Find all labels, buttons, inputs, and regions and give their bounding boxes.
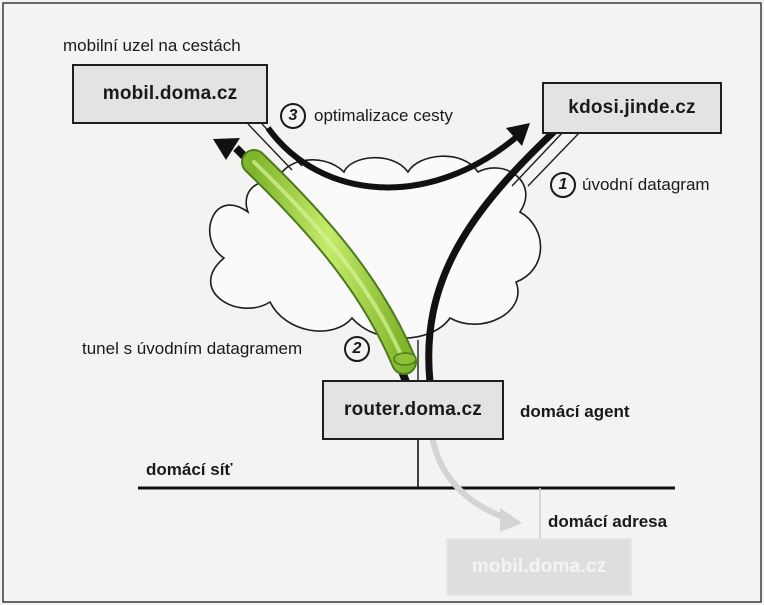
step-1-marker: 1 bbox=[550, 172, 576, 198]
correspondent-node-label: kdosi.jinde.cz bbox=[568, 97, 695, 119]
initial-datagram-label: úvodní datagram bbox=[582, 175, 710, 195]
home-address-node-box: mobil.doma.cz bbox=[446, 538, 632, 596]
tunnel-tube-end bbox=[394, 353, 416, 365]
step-2-marker: 2 bbox=[344, 336, 370, 362]
home-agent-label: domácí agent bbox=[520, 402, 630, 422]
home-address-label: domácí adresa bbox=[548, 512, 667, 532]
faded-delivery-arrow bbox=[432, 436, 512, 520]
mobile-node-caption: mobilní uzel na cestách bbox=[63, 36, 241, 56]
router-node-label: router.doma.cz bbox=[344, 399, 482, 421]
route-optimization-label: optimalizace cesty bbox=[314, 106, 453, 126]
correspondent-node-box: kdosi.jinde.cz bbox=[542, 82, 722, 134]
home-address-node-label: mobil.doma.cz bbox=[472, 556, 607, 578]
mobile-node-box: mobil.doma.cz bbox=[72, 64, 268, 124]
mobile-node-label: mobil.doma.cz bbox=[103, 83, 238, 105]
step-3-marker: 3 bbox=[280, 103, 306, 129]
home-network-label: domácí síť bbox=[146, 460, 233, 480]
tunnel-label: tunel s úvodním datagramem bbox=[82, 339, 302, 359]
router-node-box: router.doma.cz bbox=[322, 380, 504, 440]
faded-arrowhead bbox=[500, 508, 522, 532]
